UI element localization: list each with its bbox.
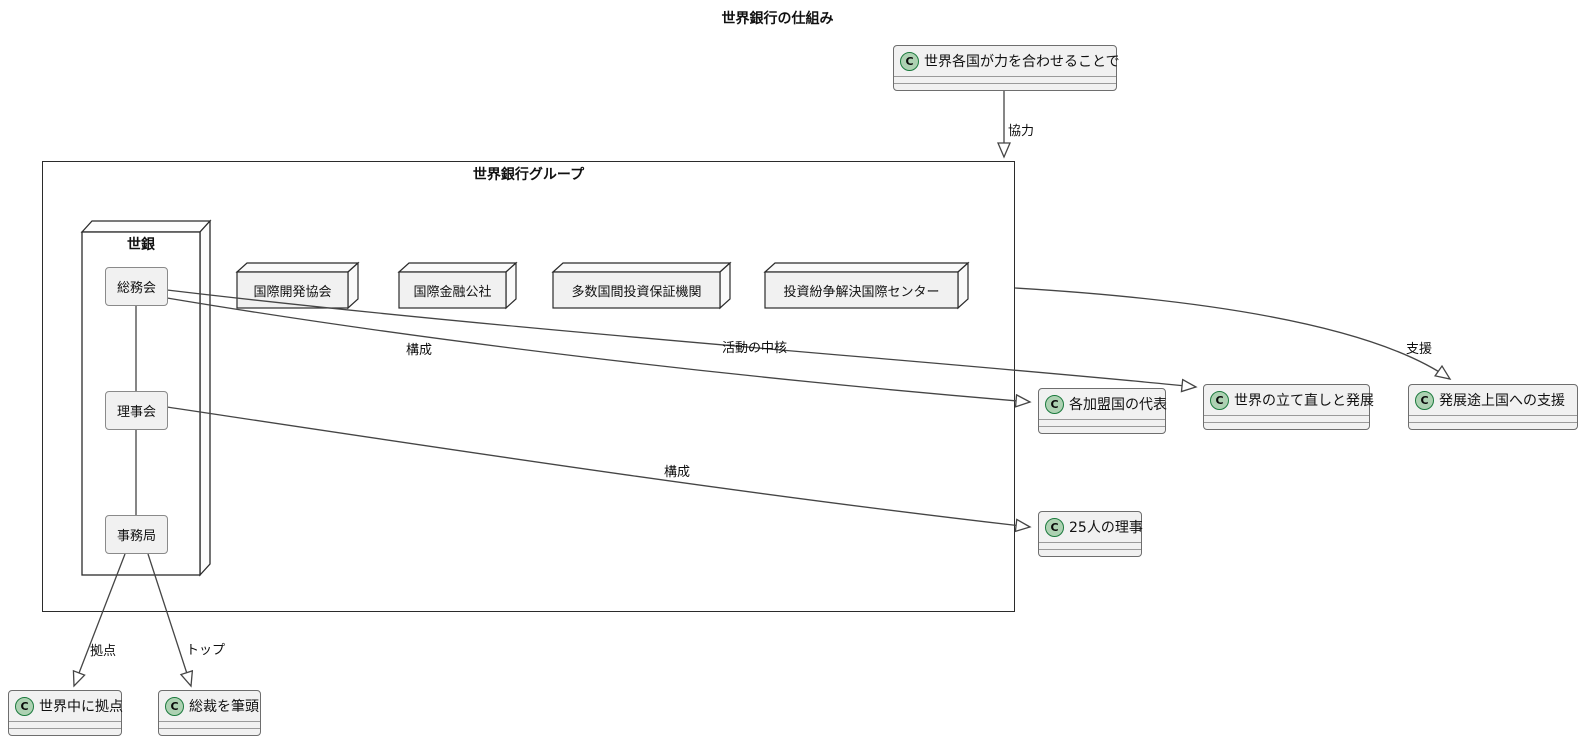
edge-composition-directors-arrow <box>166 406 1032 533</box>
agency-node-ifc <box>397 261 518 310</box>
unit-board-of-directors: 理事会 <box>105 391 168 430</box>
class-c-icon: C <box>900 51 919 71</box>
class-25-directors-header: C 25人の理事 <box>1039 512 1143 542</box>
class-developing-country-support-label: 発展途上国への支援 <box>1439 393 1565 409</box>
class-fields-compartment <box>1409 415 1577 422</box>
agency-ifc-front-face <box>398 271 507 309</box>
class-c-icon: C <box>165 696 184 716</box>
edge-label-composition-directors: 構成 <box>664 465 691 480</box>
edge-top-arrow <box>147 553 194 688</box>
agency-miga-front-face <box>552 271 721 309</box>
class-c-icon: C <box>1210 390 1229 410</box>
class-c-icon: C <box>1045 517 1064 537</box>
agency-label-miga: 多数国間投資保証機関 <box>571 284 702 300</box>
class-methods-compartment <box>159 728 260 735</box>
class-fields-compartment <box>1204 415 1369 422</box>
edge-base-arrow <box>72 553 126 688</box>
class-fields-compartment <box>1039 542 1141 549</box>
class-member-representatives-header: C 各加盟国の代表 <box>1039 389 1167 419</box>
edge-support-arrow <box>1014 287 1452 380</box>
class-president-led-header: C 総裁を筆頭 <box>159 691 260 721</box>
agency-icsid-top-face <box>763 262 970 273</box>
unit-secretariat: 事務局 <box>105 515 168 554</box>
agency-miga-top-face <box>551 262 732 273</box>
agency-ida-top-face <box>235 262 360 273</box>
class-methods-compartment <box>9 728 121 735</box>
class-developing-country-support-header: C 発展途上国への支援 <box>1409 385 1577 415</box>
class-member-representatives: C 各加盟国の代表 <box>1038 388 1167 434</box>
class-cooperation: C 世界各国が力を合わせることで <box>893 45 1120 91</box>
class-cooperation-header: C 世界各国が力を合わせることで <box>894 46 1120 76</box>
class-methods-compartment <box>1409 422 1577 429</box>
class-fields-compartment <box>1039 419 1165 426</box>
unit-board-of-governors: 総務会 <box>105 267 168 306</box>
edge-label-core-activity: 活動の中核 <box>722 341 788 356</box>
class-rebuilding-development-label: 世界の立て直しと発展 <box>1234 393 1374 409</box>
class-fields-compartment <box>894 76 1116 83</box>
class-c-icon: C <box>1415 390 1434 410</box>
class-cooperation-label: 世界各国が力を合わせることで <box>924 54 1120 70</box>
agency-node-icsid <box>763 261 970 310</box>
diagram-title: 世界銀行の仕組み <box>721 11 834 27</box>
agency-ida-front-face <box>236 271 349 309</box>
agency-node-ida <box>235 261 360 310</box>
class-methods-compartment <box>1204 422 1369 429</box>
edge-label-top: トップ <box>186 643 226 658</box>
bank-node-title: 世銀 <box>127 237 155 253</box>
class-methods-compartment <box>894 83 1116 90</box>
class-methods-compartment <box>1039 549 1141 556</box>
class-worldwide-offices-label: 世界中に拠点 <box>39 699 123 715</box>
agency-label-icsid: 投資紛争解決国際センター <box>783 284 940 300</box>
class-fields-compartment <box>9 721 121 728</box>
class-worldwide-offices: C 世界中に拠点 <box>8 690 123 736</box>
class-president-led-label: 総裁を筆頭 <box>189 699 259 715</box>
agency-label-ifc: 国際金融公社 <box>413 284 492 300</box>
agency-icsid-front-face <box>764 271 959 309</box>
world-bank-group-title: 世界銀行グループ <box>472 167 585 183</box>
class-methods-compartment <box>1039 426 1165 433</box>
class-member-representatives-label: 各加盟国の代表 <box>1069 397 1167 413</box>
agency-label-ida: 国際開発協会 <box>253 284 332 300</box>
agency-node-miga <box>551 261 732 310</box>
class-fields-compartment <box>159 721 260 728</box>
class-25-directors-label: 25人の理事 <box>1069 520 1143 536</box>
class-25-directors: C 25人の理事 <box>1038 511 1143 557</box>
class-c-icon: C <box>1045 394 1064 414</box>
edge-label-support: 支援 <box>1406 342 1433 357</box>
edge-label-cooperation: 協力 <box>1008 124 1035 139</box>
edge-composition-governors-arrow <box>166 297 1032 408</box>
edge-label-composition-governors: 構成 <box>406 343 433 358</box>
bank-node-side-face <box>199 219 211 577</box>
class-rebuilding-development-header: C 世界の立て直しと発展 <box>1204 385 1374 415</box>
class-c-icon: C <box>15 696 34 716</box>
agency-ifc-top-face <box>397 262 518 273</box>
bank-node-top-face <box>80 220 212 233</box>
class-developing-country-support: C 発展途上国への支援 <box>1408 384 1578 430</box>
edge-label-base: 拠点 <box>90 644 117 659</box>
class-president-led: C 総裁を筆頭 <box>158 690 261 736</box>
class-worldwide-offices-header: C 世界中に拠点 <box>9 691 123 721</box>
edge-core-activity-arrow <box>166 289 1198 393</box>
class-rebuilding-development: C 世界の立て直しと発展 <box>1203 384 1374 430</box>
